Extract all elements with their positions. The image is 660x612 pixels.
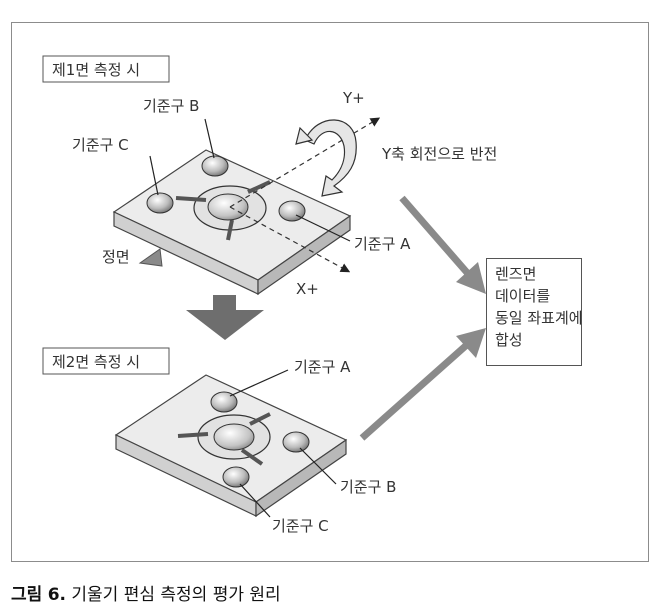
ref-ball-b-2 — [282, 431, 310, 453]
rotation-arrow — [295, 119, 357, 197]
caption-number: 6. — [47, 585, 66, 605]
result-line: 데이터를 — [495, 287, 551, 305]
merge-arrow-top — [399, 195, 486, 294]
step2-title-box: 제2면 측정 시 — [42, 347, 170, 375]
plate-1 — [112, 117, 381, 296]
result-box: 렌즈면 데이터를 동일 좌표계에 합성 — [486, 258, 583, 366]
caption-text: 기울기 편심 측정의 평가 원리 — [71, 585, 281, 605]
step2-title: 제2면 측정 시 — [52, 353, 140, 371]
y-axis-line — [229, 117, 381, 208]
result-line: 렌즈면 — [495, 265, 537, 283]
ref-ball-a-2 — [210, 391, 238, 413]
caption-label: 그림 — [11, 585, 43, 605]
ref-a-label-2: 기준구 A — [294, 358, 351, 376]
ref-c-label-2: 기준구 C — [272, 517, 329, 535]
figure-frame — [11, 22, 649, 562]
ref-c-label-1: 기준구 C — [72, 136, 129, 154]
lens-2 — [213, 423, 255, 451]
ref-ball-b-1 — [201, 155, 229, 177]
lens — [207, 193, 249, 221]
front-marker — [138, 248, 163, 267]
ref-b-label-1: 기준구 B — [143, 97, 199, 115]
ref-b-label-2: 기준구 B — [340, 478, 396, 496]
figure-caption: 그림 6. 기울기 편심 측정의 평가 원리 — [11, 580, 281, 605]
plate-2 — [114, 374, 348, 518]
ref-a-label-1: 기준구 A — [354, 235, 411, 253]
merge-arrow-bottom — [359, 328, 486, 441]
flip-down-arrow — [186, 295, 264, 340]
y-axis-label: Y+ — [342, 89, 365, 107]
front-label: 정면 — [102, 248, 130, 266]
x-axis-line — [229, 206, 351, 273]
leader-lines-2 — [229, 369, 337, 518]
result-line: 합성 — [495, 331, 523, 349]
x-axis-label: X+ — [296, 280, 319, 298]
step1-title: 제1면 측정 시 — [52, 61, 140, 79]
ref-ball-c-2 — [222, 466, 250, 488]
leader-lines-1 — [149, 118, 351, 242]
rotate-label: Y축 회전으로 반전 — [381, 145, 497, 163]
result-line: 동일 좌표계에 — [495, 309, 583, 327]
step1-title-box: 제1면 측정 시 — [42, 55, 170, 83]
ref-ball-c-1 — [146, 192, 174, 214]
